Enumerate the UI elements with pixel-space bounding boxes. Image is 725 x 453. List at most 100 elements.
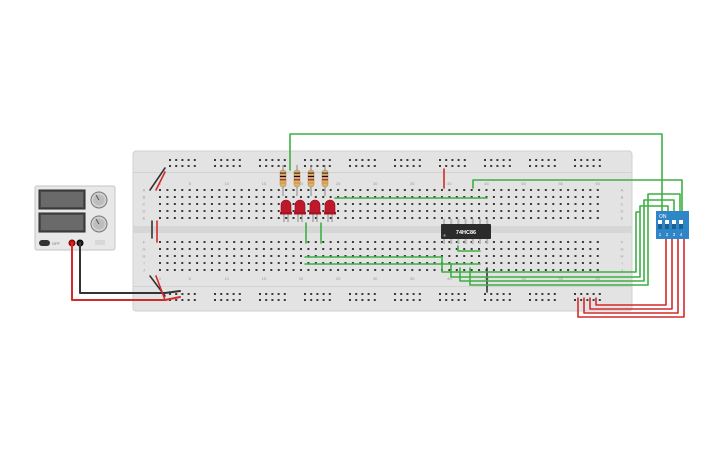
rail-hole[interactable] [400,293,403,295]
breadboard-hole[interactable] [522,189,525,191]
breadboard-hole[interactable] [262,262,265,264]
rail-hole[interactable] [265,299,268,301]
wire-green-dip-5[interactable] [469,193,681,286]
breadboard-hole[interactable] [299,269,302,271]
rail-hole[interactable] [355,165,358,167]
breadboard-hole[interactable] [181,241,184,243]
breadboard-hole[interactable] [225,189,228,191]
breadboard-hole[interactable] [292,217,295,219]
breadboard-hole[interactable] [515,203,518,205]
rail-hole[interactable] [361,299,364,301]
rail-hole[interactable] [574,159,576,161]
breadboard-hole[interactable] [418,262,421,264]
rail-hole[interactable] [406,293,409,295]
breadboard-hole[interactable] [552,189,555,191]
breadboard-hole[interactable] [173,262,176,264]
breadboard-hole[interactable] [515,248,518,250]
breadboard-hole[interactable] [478,196,481,198]
breadboard-hole[interactable] [159,269,161,271]
breadboard-hole[interactable] [292,262,295,264]
breadboard-hole[interactable] [285,248,288,250]
breadboard-hole[interactable] [418,196,421,198]
breadboard-hole[interactable] [403,241,406,243]
breadboard-hole[interactable] [463,210,466,212]
rail-hole[interactable] [187,159,190,161]
rail-hole[interactable] [394,159,396,161]
breadboard-hole[interactable] [530,210,532,212]
breadboard-hole[interactable] [299,196,302,198]
rail-hole[interactable] [367,165,370,167]
rail-hole[interactable] [580,159,583,161]
breadboard-hole[interactable] [470,189,473,191]
rail-hole[interactable] [367,159,370,161]
breadboard-hole[interactable] [463,189,466,191]
breadboard-hole[interactable] [203,189,206,191]
rail-hole[interactable] [271,165,274,167]
rail-hole[interactable] [187,293,190,295]
breadboard-hole[interactable] [210,269,213,271]
breadboard-hole[interactable] [314,269,317,271]
breadboard-hole[interactable] [374,189,377,191]
breadboard-hole[interactable] [166,203,169,205]
breadboard-hole[interactable] [262,203,265,205]
breadboard-hole[interactable] [248,189,251,191]
breadboard-hole[interactable] [581,262,584,264]
rail-hole[interactable] [547,293,550,295]
breadboard-hole[interactable] [218,189,221,191]
breadboard-hole[interactable] [203,217,206,219]
rail-hole[interactable] [175,165,178,167]
breadboard-hole[interactable] [248,269,251,271]
breadboard-hole[interactable] [403,189,406,191]
wire-rail-red-top[interactable] [155,171,166,191]
rail-hole[interactable] [232,299,235,301]
breadboard-hole[interactable] [233,241,236,243]
breadboard-hole[interactable] [522,255,525,257]
breadboard-hole[interactable] [210,189,213,191]
led-red[interactable] [294,199,306,215]
breadboard-hole[interactable] [166,269,169,271]
rail-hole[interactable] [592,299,595,301]
breadboard-hole[interactable] [552,241,555,243]
rail-hole[interactable] [553,165,556,167]
rail-hole[interactable] [310,159,313,161]
breadboard-hole[interactable] [426,262,429,264]
rail-hole[interactable] [259,165,261,167]
breadboard-hole[interactable] [196,217,199,219]
breadboard-hole[interactable] [559,255,562,257]
breadboard-hole[interactable] [359,203,362,205]
breadboard-hole[interactable] [559,196,562,198]
breadboard-hole[interactable] [322,196,325,198]
rail-hole[interactable] [412,293,415,295]
breadboard-hole[interactable] [322,269,325,271]
breadboard-hole[interactable] [389,189,392,191]
breadboard-hole[interactable] [277,217,280,219]
breadboard-hole[interactable] [173,248,176,250]
rail-hole[interactable] [181,159,184,161]
breadboard-hole[interactable] [366,210,369,212]
breadboard-hole[interactable] [403,262,406,264]
breadboard-hole[interactable] [389,217,392,219]
breadboard-hole[interactable] [403,248,406,250]
breadboard-hole[interactable] [389,262,392,264]
breadboard-hole[interactable] [285,196,288,198]
rail-hole[interactable] [547,159,550,161]
breadboard-hole[interactable] [277,262,280,264]
rail-hole[interactable] [310,293,313,295]
breadboard-hole[interactable] [455,217,458,219]
breadboard-hole[interactable] [225,203,228,205]
breadboard-hole[interactable] [389,241,392,243]
rail-hole[interactable] [535,293,538,295]
breadboard-hole[interactable] [455,189,458,191]
rail-hole[interactable] [193,299,196,301]
breadboard-hole[interactable] [299,248,302,250]
rail-hole[interactable] [367,299,370,301]
breadboard-hole[interactable] [589,241,592,243]
breadboard-hole[interactable] [314,217,317,219]
breadboard-hole[interactable] [285,189,288,191]
breadboard-hole[interactable] [307,203,310,205]
rail-hole[interactable] [592,293,595,295]
breadboard-hole[interactable] [203,241,206,243]
breadboard-hole[interactable] [233,262,236,264]
breadboard-hole[interactable] [411,269,414,271]
breadboard-hole[interactable] [389,255,392,257]
